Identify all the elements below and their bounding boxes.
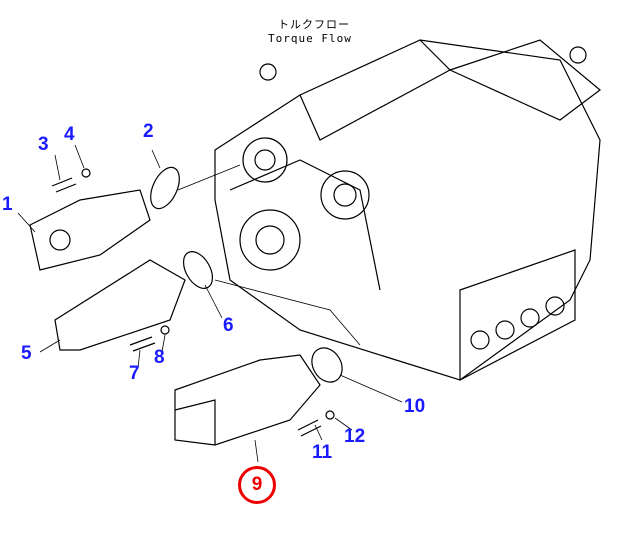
pump-9	[174, 354, 321, 446]
callout-6[interactable]: 6	[223, 315, 234, 336]
caption-jp: トルクフロー	[278, 18, 350, 31]
caption-en: Torque Flow	[268, 32, 352, 45]
callout-2[interactable]: 2	[143, 121, 154, 142]
callout-10[interactable]: 10	[404, 396, 426, 417]
pump-1	[29, 189, 151, 271]
callout-3[interactable]: 3	[38, 134, 49, 155]
callout-8[interactable]: 8	[154, 347, 165, 368]
callout-11[interactable]: 11	[312, 442, 333, 463]
callout-5[interactable]: 5	[21, 343, 32, 364]
callout-12[interactable]: 12	[344, 426, 366, 447]
callout-9-selected[interactable]: 9	[238, 466, 276, 504]
bolts-washers	[51, 168, 335, 437]
transmission-housing	[214, 39, 601, 381]
callout-4[interactable]: 4	[64, 124, 75, 145]
callout-1[interactable]: 1	[2, 194, 13, 215]
leader-lines	[17, 144, 403, 463]
gaskets	[150, 166, 343, 383]
pump-5	[54, 259, 186, 351]
callout-7[interactable]: 7	[129, 363, 140, 384]
